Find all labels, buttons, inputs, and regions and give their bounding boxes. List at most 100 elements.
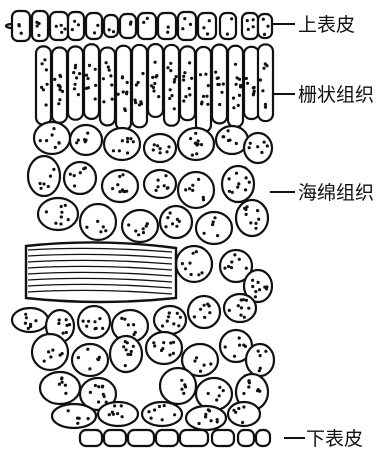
chloroplast — [203, 232, 206, 235]
chloroplast — [182, 75, 185, 78]
spongy-cell — [40, 372, 80, 404]
chloroplast — [170, 94, 173, 97]
chloroplast — [227, 265, 230, 268]
chloroplast — [203, 316, 206, 319]
spongy-cell — [104, 128, 140, 160]
chloroplast — [62, 332, 65, 335]
chloroplast — [120, 317, 123, 320]
chloroplast — [152, 148, 155, 151]
vein-fiber — [28, 254, 172, 258]
chloroplast — [173, 80, 176, 83]
chloroplast — [222, 389, 225, 392]
chloroplast — [228, 177, 231, 180]
chloroplast — [257, 218, 260, 221]
chloroplast — [132, 345, 135, 348]
upper-epidermis-cell — [104, 15, 118, 37]
chloroplast — [150, 417, 153, 420]
chloroplast — [96, 24, 99, 27]
chloroplast — [95, 327, 98, 330]
chloroplast — [173, 107, 176, 110]
chloroplast — [142, 21, 145, 24]
chloroplast — [47, 185, 50, 188]
chloroplast — [146, 17, 149, 20]
palisade-cell — [36, 46, 51, 124]
chloroplast — [116, 183, 119, 186]
chloroplast — [60, 205, 63, 208]
chloroplast — [108, 413, 111, 416]
chloroplast — [88, 367, 91, 370]
chloroplast — [251, 285, 254, 288]
chloroplast — [94, 68, 97, 71]
chloroplast — [153, 143, 156, 146]
vein-fiber — [28, 248, 172, 252]
chloroplast — [203, 304, 206, 307]
chloroplast — [34, 319, 37, 322]
cell-layers — [6, 11, 274, 446]
chloroplast — [191, 184, 194, 187]
chloroplast — [60, 376, 63, 379]
chloroplast — [129, 137, 132, 140]
chloroplast — [181, 262, 184, 265]
chloroplast — [260, 151, 263, 154]
chloroplast — [249, 221, 252, 224]
chloroplast — [247, 28, 250, 31]
chloroplast — [176, 312, 179, 315]
chloroplast — [248, 181, 251, 184]
chloroplast — [126, 81, 129, 84]
chloroplast — [252, 93, 255, 96]
chloroplast — [37, 34, 40, 37]
chloroplast — [75, 141, 78, 144]
chloroplast — [257, 388, 260, 391]
chloroplast — [205, 95, 208, 98]
chloroplast — [189, 23, 192, 26]
chloroplast — [257, 281, 260, 284]
chloroplast — [77, 139, 80, 142]
chloroplast — [117, 93, 120, 96]
chloroplast — [94, 97, 97, 100]
chloroplast — [109, 74, 112, 77]
chloroplast — [254, 295, 257, 298]
chloroplast — [152, 86, 155, 89]
chloroplast — [125, 91, 128, 94]
chloroplast — [180, 388, 183, 391]
chloroplast — [110, 83, 113, 86]
chloroplast — [152, 89, 155, 92]
chloroplast — [175, 75, 178, 78]
chloroplast — [242, 344, 245, 347]
chloroplast — [73, 184, 76, 187]
spongy-cell — [38, 198, 78, 230]
chloroplast — [41, 62, 44, 65]
chloroplast — [252, 18, 255, 21]
chloroplast — [172, 352, 175, 355]
chloroplast — [206, 303, 209, 306]
spongy-cell — [178, 172, 214, 208]
chloroplast — [167, 145, 170, 148]
chloroplast — [58, 383, 61, 386]
spongy-cell — [160, 368, 196, 404]
chloroplast — [161, 324, 164, 327]
chloroplast — [222, 82, 225, 85]
chloroplast — [168, 97, 171, 100]
chloroplast — [165, 150, 168, 153]
chloroplast — [40, 187, 43, 190]
chloroplast — [235, 142, 238, 145]
chloroplast — [123, 318, 126, 321]
chloroplast — [258, 288, 261, 291]
vein-fiber — [28, 284, 172, 288]
spongy-cell — [52, 404, 96, 428]
chloroplast — [254, 227, 257, 230]
chloroplast — [118, 175, 121, 178]
chloroplast — [147, 410, 150, 413]
chloroplast — [202, 196, 205, 199]
chloroplast — [135, 83, 138, 86]
chloroplast — [265, 287, 268, 290]
chloroplast — [60, 215, 63, 218]
chloroplast — [85, 74, 88, 77]
chloroplast — [169, 341, 172, 344]
chloroplast — [237, 304, 240, 307]
chloroplast — [102, 225, 105, 228]
chloroplast — [67, 218, 70, 221]
chloroplast — [65, 331, 68, 334]
chloroplast — [121, 173, 124, 176]
